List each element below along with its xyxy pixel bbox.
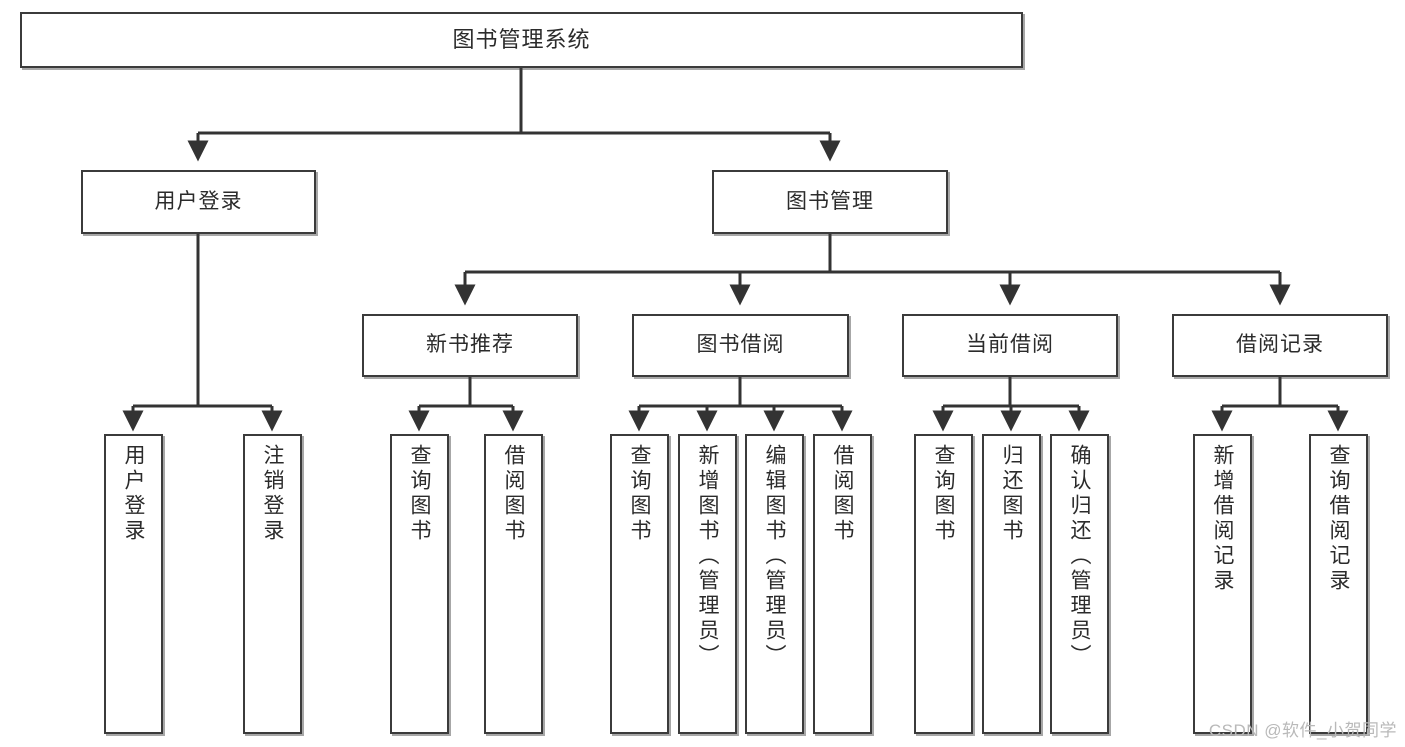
node-label: 用户登录 (122, 444, 145, 544)
node-label: 新书推荐 (426, 333, 514, 357)
node-label: 查询图书 (932, 444, 955, 544)
node-label: 新增借阅记录 (1211, 444, 1234, 594)
csdn-watermark: CSDN @软件_小贺同学 (1208, 721, 1397, 740)
leaf-query-book-current[interactable]: 查询图书 (914, 434, 973, 734)
node-user-login[interactable]: 用户登录 (81, 170, 316, 234)
leaf-add-book-admin[interactable]: 新增图书（管理员） (678, 434, 737, 734)
node-label: 当前借阅 (966, 333, 1054, 357)
node-root-system[interactable]: 图书管理系统 (20, 12, 1023, 68)
node-label: 借阅图书 (831, 444, 854, 544)
node-label: 归还图书 (1000, 444, 1023, 544)
leaf-borrow-book[interactable]: 借阅图书 (813, 434, 872, 734)
node-current-borrow[interactable]: 当前借阅 (902, 314, 1118, 377)
leaf-query-book-recommend[interactable]: 查询图书 (390, 434, 449, 734)
node-label: 图书管理系统 (452, 27, 591, 53)
leaf-query-borrow-record[interactable]: 查询借阅记录 (1309, 434, 1368, 734)
leaf-add-borrow-record[interactable]: 新增借阅记录 (1193, 434, 1252, 734)
leaf-borrow-book-recommend[interactable]: 借阅图书 (484, 434, 543, 734)
node-label: 查询图书 (628, 444, 651, 544)
node-label: 借阅记录 (1236, 333, 1324, 357)
node-book-management[interactable]: 图书管理 (712, 170, 948, 234)
node-borrow-record[interactable]: 借阅记录 (1172, 314, 1388, 377)
node-label: 查询图书 (408, 444, 431, 544)
node-new-book-recommend[interactable]: 新书推荐 (362, 314, 578, 377)
leaf-logout[interactable]: 注销登录 (243, 434, 302, 734)
node-label: 图书管理 (786, 189, 874, 213)
leaf-confirm-return-admin[interactable]: 确认归还（管理员） (1050, 434, 1109, 734)
node-label: 图书借阅 (696, 333, 785, 357)
node-label: 借阅图书 (502, 444, 525, 544)
node-label: 查询借阅记录 (1327, 444, 1350, 594)
node-label: 编辑图书（管理员） (763, 444, 786, 669)
leaf-return-book[interactable]: 归还图书 (982, 434, 1041, 734)
node-book-borrow[interactable]: 图书借阅 (632, 314, 849, 377)
node-label: 用户登录 (154, 189, 243, 213)
leaf-user-login[interactable]: 用户登录 (104, 434, 163, 734)
node-label: 注销登录 (261, 444, 284, 544)
leaf-query-book-borrow[interactable]: 查询图书 (610, 434, 669, 734)
node-label: 确认归还（管理员） (1068, 444, 1091, 669)
node-label: 新增图书（管理员） (696, 444, 719, 669)
leaf-edit-book-admin[interactable]: 编辑图书（管理员） (745, 434, 804, 734)
